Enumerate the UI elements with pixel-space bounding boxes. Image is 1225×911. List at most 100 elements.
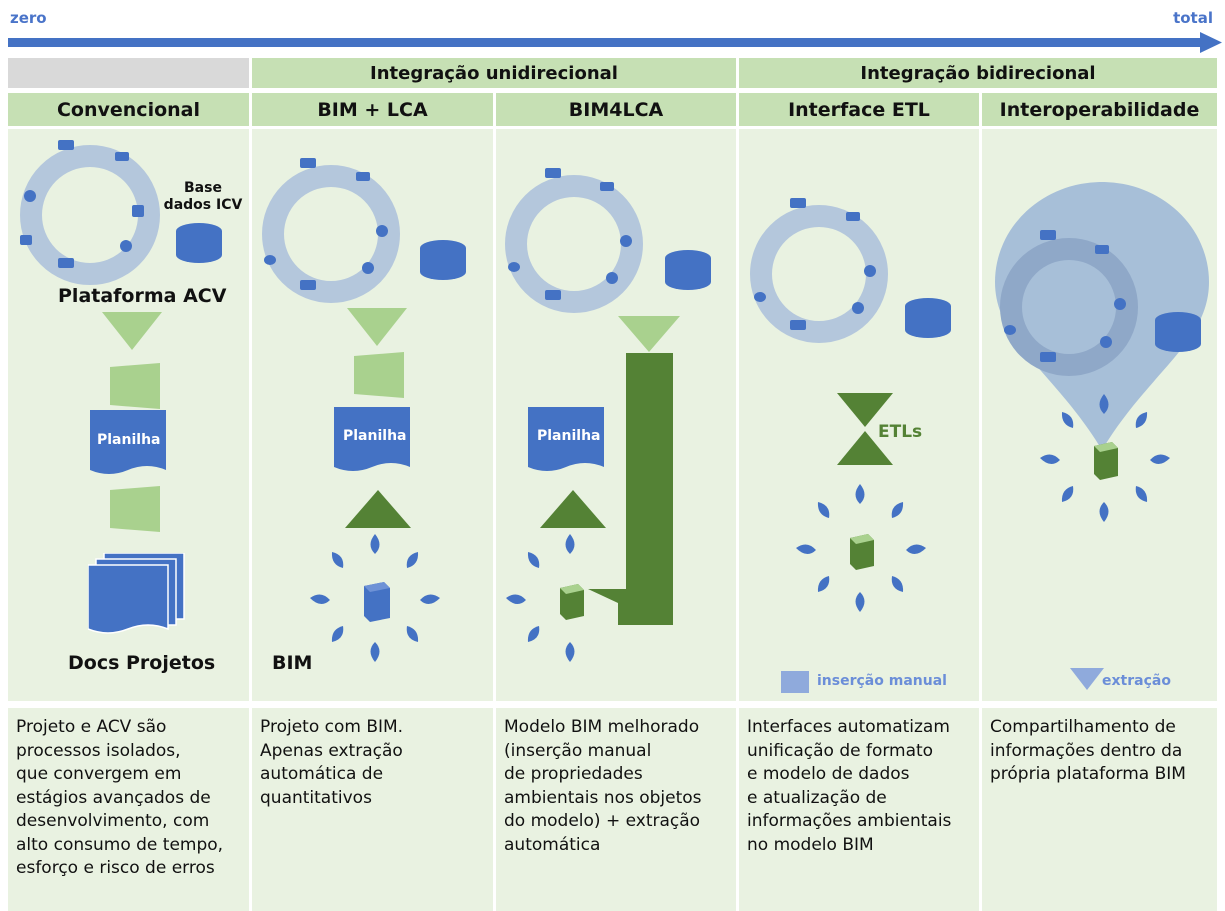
cycle-icon — [545, 168, 561, 178]
description-line: processos isolados, — [16, 740, 181, 761]
description-line: Apenas extração — [260, 740, 403, 761]
description-line: desenvolvimento, com — [16, 811, 210, 831]
extraction-triangle — [618, 316, 680, 352]
description-line: automática de — [260, 764, 384, 784]
cycle-icon — [790, 320, 806, 330]
cycle-icon — [120, 240, 132, 252]
spreadsheet-doc — [90, 410, 166, 474]
cycle-icon — [300, 280, 316, 290]
bim-model-cluster — [1040, 394, 1170, 522]
description-line: ambientais nos objetos — [504, 787, 702, 808]
description-line: Modelo BIM melhorado — [504, 717, 700, 737]
database-icon — [665, 250, 711, 290]
cycle-icon — [1040, 230, 1056, 240]
cycle-icon — [356, 172, 370, 181]
description-line: informações ambientais — [747, 811, 952, 831]
spreadsheet-doc — [528, 407, 604, 471]
description-bim4lca: Modelo BIM melhorado (inserção manual de… — [496, 708, 736, 911]
cycle-icon — [1040, 352, 1056, 362]
description-line: esforço e risco de erros — [16, 858, 215, 878]
group-header-bidirectional: Integração bidirecional — [739, 58, 1217, 88]
description-line: do modelo) + extração — [504, 811, 701, 831]
description-line: Compartilhamento de — [990, 717, 1176, 737]
cycle-icon — [362, 262, 374, 274]
cycle-icon — [300, 158, 316, 168]
cycle-icon — [24, 190, 36, 202]
description-line: e atualização de — [747, 787, 887, 808]
scale-start-label: zero — [10, 9, 47, 27]
column-header-bim4lca: BIM4LCA — [496, 93, 736, 126]
database-label: Base dados ICV — [163, 180, 243, 213]
project-docs-icon — [88, 553, 185, 634]
scale-arrow — [8, 32, 1222, 53]
cycle-icon — [132, 205, 144, 217]
description-line: Projeto com BIM. — [260, 717, 404, 737]
description-line: no modelo BIM — [747, 834, 874, 855]
bim-label: BIM — [272, 652, 313, 674]
cycle-icon — [790, 198, 806, 208]
database-icon — [1155, 312, 1201, 352]
column-header-bim-lca: BIM + LCA — [252, 93, 493, 126]
description-line: estágios avançados de — [16, 787, 211, 808]
quantity-extraction-triangle — [345, 490, 411, 528]
bim-model-cluster — [506, 534, 584, 662]
group-header-unidirectional: Integração unidirecional — [252, 58, 736, 88]
bim-model-cluster — [796, 484, 926, 612]
description-line: quantitativos — [260, 787, 372, 808]
description-line: que convergem em — [16, 764, 182, 784]
column-header-interface-etl: Interface ETL — [739, 93, 979, 126]
database-icon — [176, 223, 222, 263]
description-line: informações dentro da — [990, 740, 1183, 761]
spreadsheet-doc — [334, 407, 410, 471]
cycle-icon — [600, 182, 614, 191]
manual-insertion-legend-icon — [781, 671, 809, 693]
cycle-icon — [1100, 336, 1112, 348]
cycle-icon — [606, 272, 618, 284]
scale-end-label: total — [1173, 9, 1213, 27]
cycle-icon — [20, 235, 32, 245]
etl-hourglass — [837, 393, 893, 465]
description-interface-etl: Interfaces automatizam unificação de for… — [739, 708, 979, 911]
cycle-icon — [58, 140, 74, 150]
cycle-icon — [115, 152, 129, 161]
description-line: própria plataforma BIM — [990, 764, 1186, 784]
spreadsheet-label: Planilha — [343, 428, 407, 444]
database-icon — [420, 240, 466, 280]
cycle-icon — [545, 290, 561, 300]
description-interoperabilidade: Compartilhamento de informações dentro d… — [982, 708, 1217, 911]
description-line: e modelo de dados — [747, 764, 910, 784]
cycle-icon — [754, 292, 766, 302]
project-docs-label: Docs Projetos — [68, 652, 216, 674]
empty-group-header — [8, 58, 249, 88]
lca-platform-label: Plataforma ACV — [58, 285, 227, 307]
cycle-icon — [1095, 245, 1109, 254]
manual-insertion-shape — [110, 486, 160, 532]
description-line: Interfaces automatizam — [747, 717, 950, 737]
manual-insertion-shape — [110, 363, 160, 409]
description-line: de propriedades — [504, 764, 643, 784]
etls-label: ETLs — [878, 422, 923, 442]
description-convencional: Projeto e ACV são processos isolados, qu… — [8, 708, 249, 911]
column-header-convencional: Convencional — [8, 93, 249, 126]
extraction-legend-icon — [1070, 668, 1104, 690]
cycle-icon — [1114, 298, 1126, 310]
spreadsheet-label: Planilha — [97, 432, 161, 448]
description-line: automática — [504, 834, 601, 855]
cycle-icon — [620, 235, 632, 247]
description-line: (inserção manual — [504, 740, 652, 761]
column-header-interoperabilidade: Interoperabilidade — [982, 93, 1217, 126]
extraction-triangle — [347, 308, 407, 346]
spreadsheet-label: Planilha — [537, 428, 601, 444]
description-line: unificação de formato — [747, 740, 934, 761]
cycle-icon — [58, 258, 74, 268]
cycle-icon — [852, 302, 864, 314]
cycle-icon — [376, 225, 388, 237]
manual-insertion-shape — [354, 352, 404, 398]
cycle-icon — [508, 262, 520, 272]
cycle-icon — [846, 212, 860, 221]
extraction-triangle — [102, 312, 162, 350]
enhanced-model-bar — [588, 353, 673, 625]
bim-model-cluster — [310, 534, 440, 662]
extraction-legend-label: extração — [1102, 673, 1171, 689]
cycle-icon — [864, 265, 876, 277]
